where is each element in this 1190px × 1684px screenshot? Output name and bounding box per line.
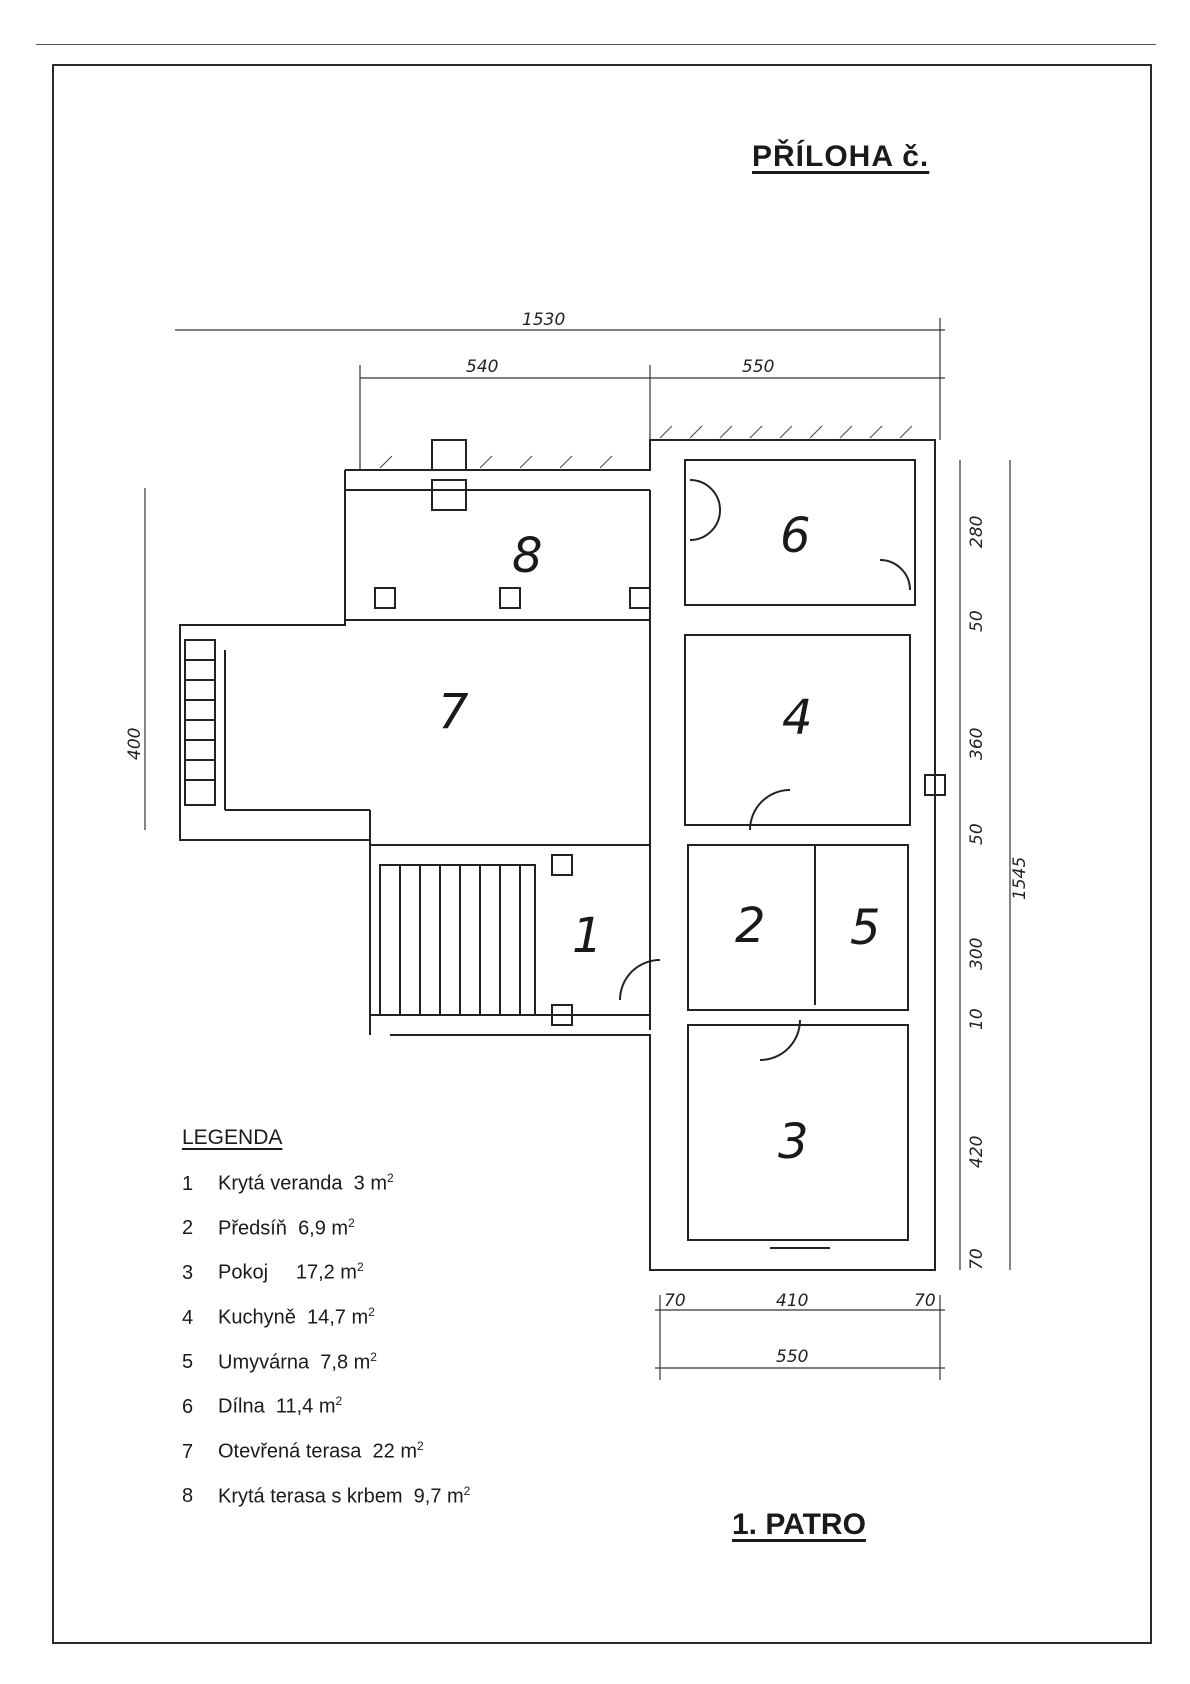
room-4-walls	[684, 634, 911, 826]
legend-heading: LEGENDA	[182, 1126, 283, 1149]
room-label-1: 1	[572, 908, 603, 964]
dim-50b: 50	[967, 823, 987, 845]
room-label-8: 8	[512, 528, 543, 584]
room-label-5: 5	[850, 900, 881, 956]
door-6	[689, 479, 721, 541]
door-3	[759, 1019, 801, 1061]
drawing-frame	[52, 64, 1152, 1644]
dim-280: 280	[967, 516, 987, 548]
room-label-7: 7	[438, 684, 469, 740]
top-rule	[36, 44, 1156, 45]
dim-70-bottom-left: 70	[664, 1291, 686, 1311]
dim-total-width: 1530	[522, 310, 565, 330]
room-label-3: 3	[778, 1114, 809, 1170]
page-title: PŘÍLOHA č.	[752, 140, 930, 173]
outer-wall-left	[179, 470, 370, 841]
dim-410: 410	[776, 1291, 808, 1311]
dim-1545: 1545	[1010, 857, 1030, 900]
dim-50a: 50	[967, 610, 987, 632]
dim-10: 10	[967, 1008, 987, 1030]
room-3-walls	[687, 1024, 909, 1241]
room-label-2: 2	[735, 898, 766, 954]
room-2-walls	[687, 844, 909, 1011]
dim-420: 420	[967, 1136, 987, 1168]
dim-300: 300	[967, 938, 987, 970]
room-label-4: 4	[782, 690, 813, 746]
stairs-room-1	[379, 864, 536, 1016]
dim-70-right: 70	[967, 1248, 987, 1270]
outer-wall-right	[345, 439, 936, 1271]
dim-70-bottom-right: 70	[914, 1291, 936, 1311]
stairs-terrace	[184, 639, 216, 806]
chimney	[431, 439, 467, 471]
door-4	[749, 789, 791, 831]
dim-540: 540	[466, 357, 498, 377]
dim-550-top: 550	[742, 357, 774, 377]
door-1	[619, 959, 661, 1001]
door-6b	[879, 559, 911, 591]
dim-550-bottom: 550	[776, 1347, 808, 1367]
room-label-6: 6	[780, 508, 811, 564]
floor-label: 1. PATRO	[732, 1508, 866, 1541]
dim-400: 400	[125, 728, 145, 760]
dim-360: 360	[967, 728, 987, 760]
room-6-walls	[684, 459, 916, 606]
